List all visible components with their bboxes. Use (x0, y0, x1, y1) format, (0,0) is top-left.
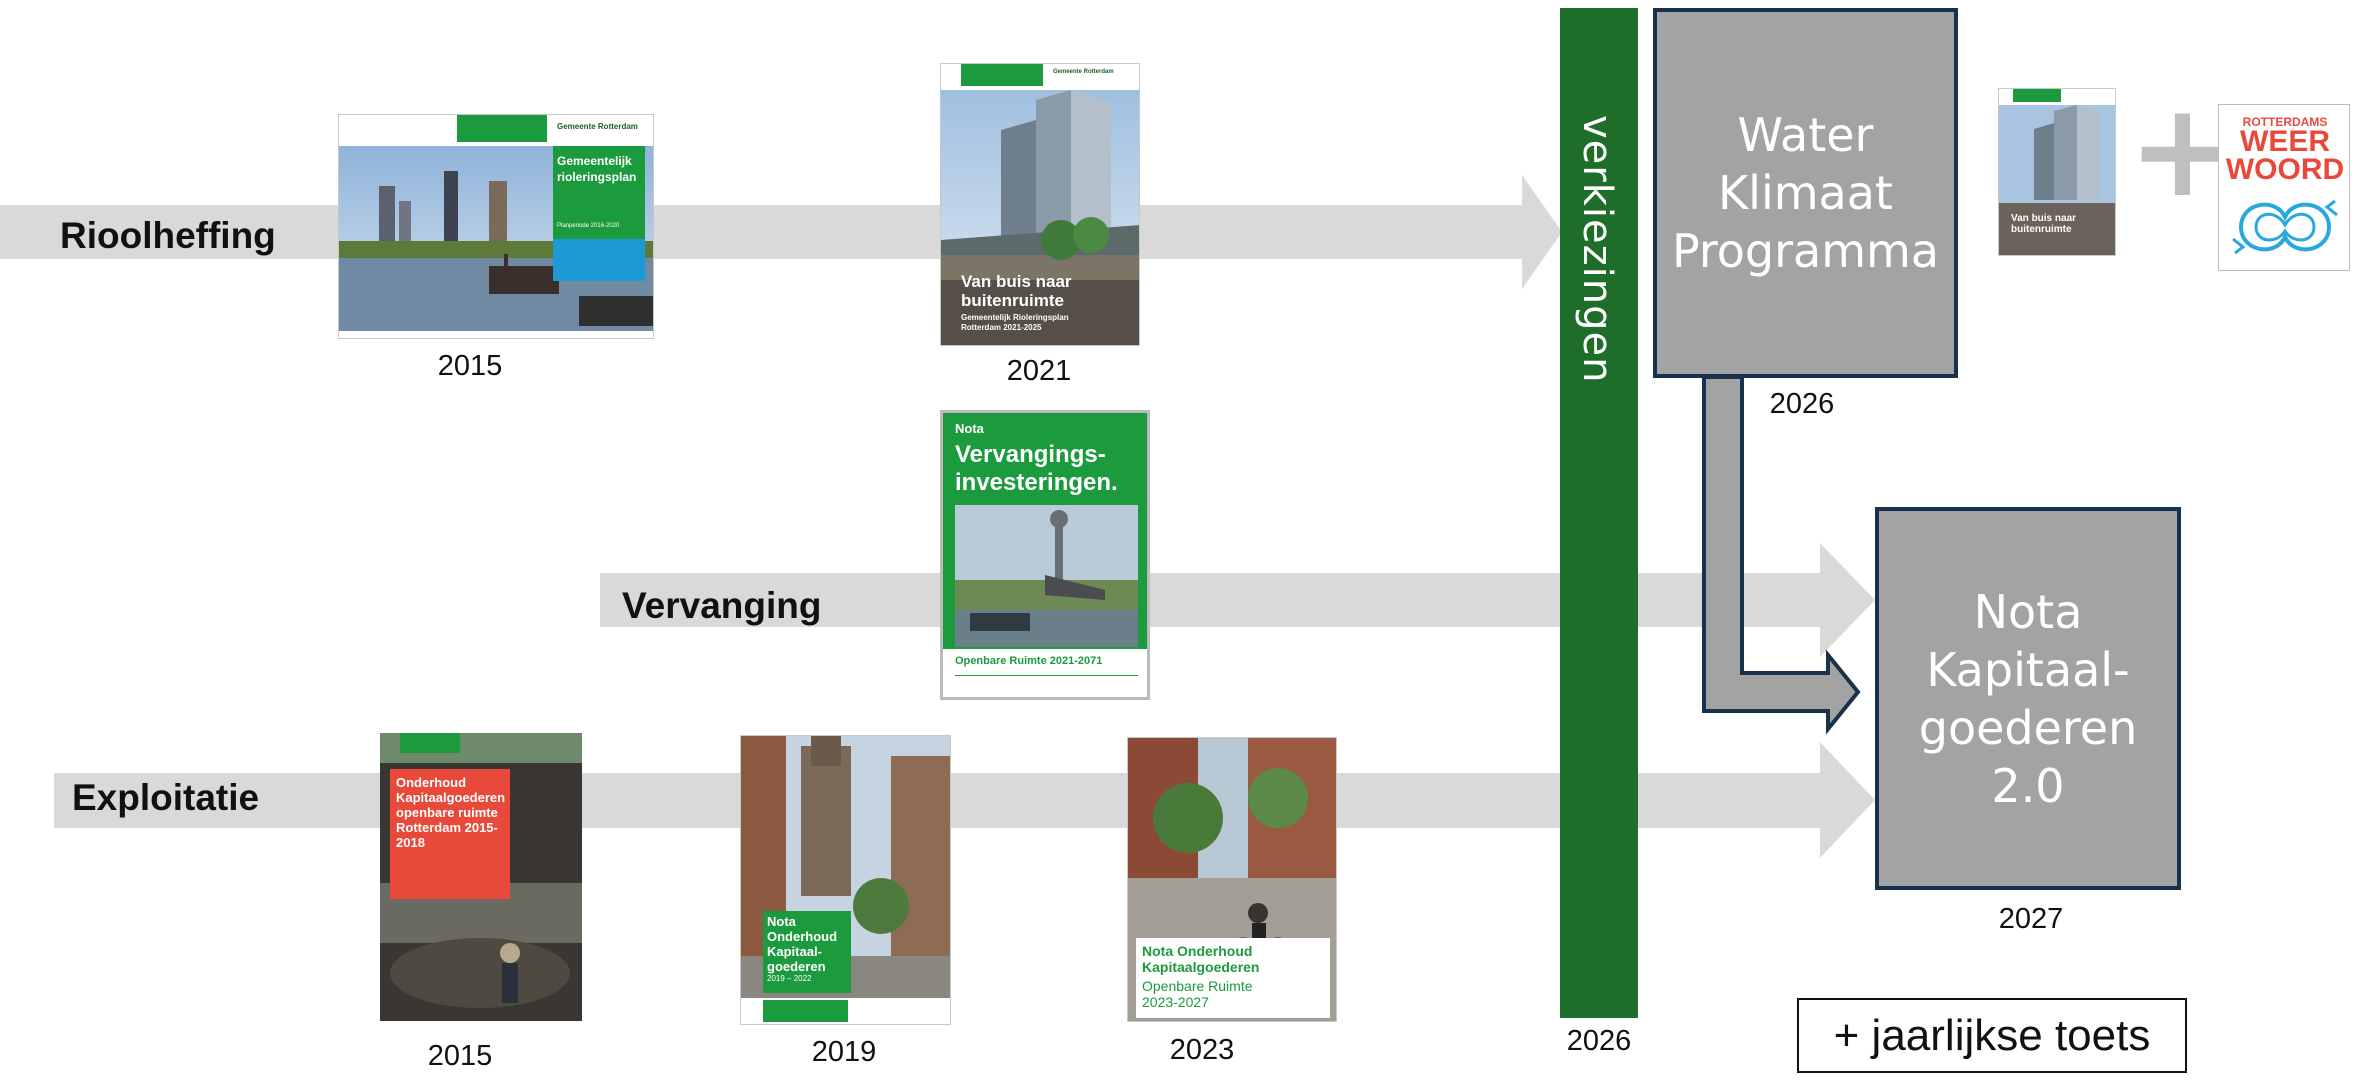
rotterdams-weerwoord-logo: ROTTERDAMS WEER WOORD (2218, 104, 2350, 271)
exploitatie-arrow (54, 742, 1875, 858)
year-wkp-2026: 2026 (1769, 388, 1835, 420)
nkg-line-3: goederen (1918, 700, 2138, 755)
grp2015-title: Gemeentelijk rioleringsplan (557, 154, 637, 184)
jaarlijkse-toets-note: + jaarlijkse toets (1797, 998, 2187, 1073)
year-grp-2021: 2021 (1006, 355, 1072, 387)
year-grp-2015: 2015 (437, 350, 503, 382)
weerwoord-line-2: WEER (2240, 125, 2330, 158)
vervangingsinvesteringen-cover: Nota Vervangings-investeringen. Openbare… (940, 410, 1150, 700)
lane-label-vervanging: Vervanging (622, 585, 822, 626)
nota-kapitaalgoederen-box: Nota Kapitaal- goederen 2.0 (1875, 507, 2181, 890)
rotterdam-centraal-photo-small (1999, 105, 2115, 255)
wkp-to-nkg-arrow (1702, 375, 1861, 735)
wkp-line-2: Klimaat (1718, 166, 1893, 220)
cover-green-strip (2013, 89, 2061, 102)
rioolheffing-arrow (0, 175, 1562, 289)
year-verkiezingen-2026: 2026 (1566, 1025, 1632, 1057)
nkg-line-4: 2.0 (1991, 758, 2065, 813)
grp2015-green-panel (553, 146, 645, 241)
wkp-line-3: Programma (1671, 224, 1940, 278)
grp-2021-cover: Gemeente Rotterdam Van buis naar buitenr… (940, 63, 1140, 346)
onderhoud-title: Onderhoud Kapitaalgoederen openbare ruim… (396, 775, 506, 850)
grp2015-period: Planperiode 2016-2020 (557, 223, 620, 229)
vervanging-tag: Nota (955, 421, 984, 436)
weerwoord-line-1: ROTTERDAMS (2242, 115, 2328, 129)
lane-label-rioolheffing: Rioolheffing (60, 215, 276, 256)
nota2019-title: Nota Onderhoud Kapitaal-goederen (767, 914, 838, 974)
vervanging-footer: Openbare Ruimte 2021-2071 (955, 655, 1103, 667)
verkiezingen-label: verkiezingen (1574, 115, 1620, 384)
vervanging-divider (955, 675, 1138, 676)
nota2019-green-panel (763, 911, 851, 993)
nota2023-white-panel (1136, 938, 1330, 1018)
nkg-line-2: Kapitaal- (1926, 642, 2130, 697)
verkiezingen-bar (1560, 8, 1638, 1018)
cover-green-strip (961, 64, 1043, 86)
grp2015-blue-panel (553, 239, 645, 281)
nota2023-title: Nota Onderhoud Kapitaalgoederen (1142, 943, 1260, 975)
vervanging-title: Vervangings-investeringen. (955, 441, 1118, 496)
grp2021-thumb-title: Van buis naar buitenruimte (2011, 213, 2077, 235)
grp-2015-cover: Gemeente Rotterdam Gemeentelijk riolerin… (338, 114, 654, 339)
wkp-line-1: Water (1737, 108, 1874, 162)
onderhoud-2015-cover: Onderhoud Kapitaalgoederen openbare ruim… (380, 733, 582, 1021)
water-klimaat-programma-box: Water Klimaat Programma (1653, 8, 1958, 378)
nota-2023-cover: Nota Onderhoud Kapitaalgoederen Openbare… (1127, 737, 1337, 1022)
cover-green-strip (457, 115, 547, 142)
onderhoud-green-strip (400, 733, 460, 753)
nota2023-subtitle: Openbare Ruimte 2023-2027 (1142, 978, 1253, 1010)
weerwoord-line-3: WOORD (2225, 153, 2345, 186)
lane-label-exploitatie: Exploitatie (72, 777, 260, 818)
nota2019-green-strip (763, 1000, 848, 1022)
year-onderhoud-2015: 2015 (427, 1040, 493, 1072)
grp-2021-thumbnail: Van buis naar buitenruimte (1998, 88, 2116, 256)
year-nkg-2027: 2027 (1998, 903, 2064, 935)
rotterdam-centraal-photo (941, 90, 1139, 345)
cover-logo: Gemeente Rotterdam (557, 122, 638, 131)
plus-sign: + (2128, 74, 2237, 226)
bridge-harbour-photo (955, 505, 1138, 647)
weerwoord-swirl-icon (2232, 199, 2338, 255)
nota2019-years: 2019 – 2022 (767, 974, 812, 983)
grp2021-title: Van buis naar buitenruimte (961, 272, 1072, 310)
cover-logo: Gemeente Rotterdam (1053, 69, 1114, 75)
year-nota-2023: 2023 (1169, 1034, 1235, 1066)
nota-2019-cover: Nota Onderhoud Kapitaal-goederen 2019 – … (740, 735, 951, 1025)
vervanging-arrow (600, 543, 1875, 657)
nkg-line-1: Nota (1973, 584, 2083, 639)
grp2021-subtitle: Gemeentelijk Rioleringsplan Rotterdam 20… (961, 313, 1069, 332)
onderhoud-red-panel (390, 769, 510, 899)
year-nota-2019: 2019 (811, 1036, 877, 1068)
vervanging-white-bottom (943, 649, 1147, 697)
